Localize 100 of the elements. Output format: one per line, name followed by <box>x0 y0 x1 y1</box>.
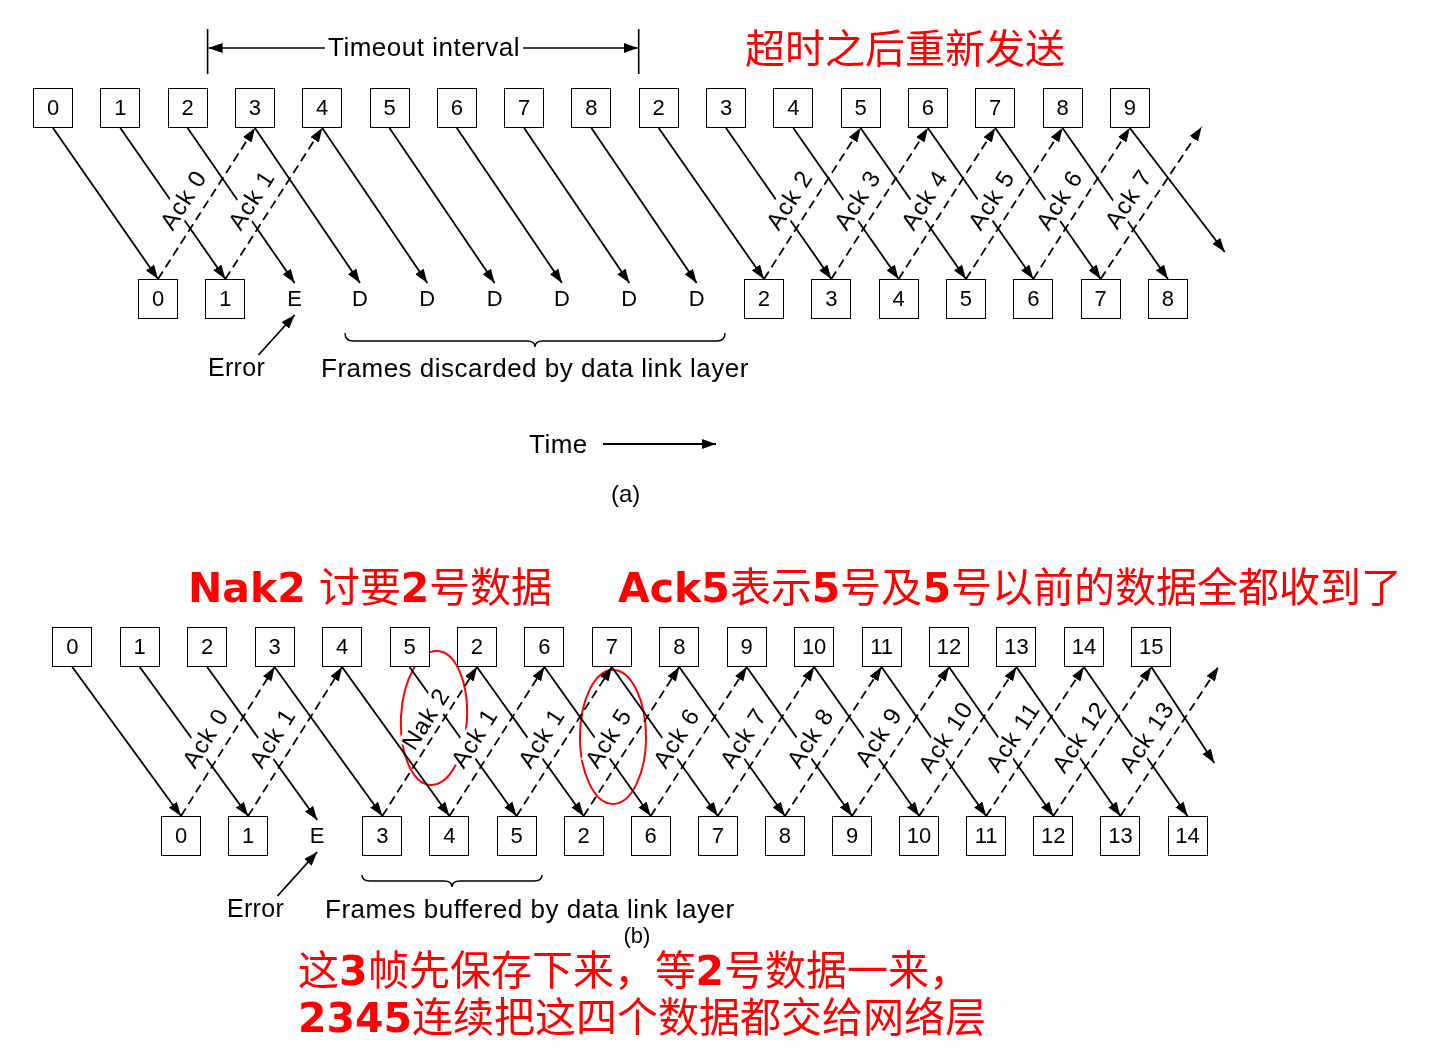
arrow <box>276 851 319 897</box>
annotation-text: Nak2 讨要2号数据 <box>188 568 553 609</box>
arrow <box>341 666 451 817</box>
dashed-arrow <box>649 666 748 817</box>
status-letter: D <box>616 283 643 315</box>
sent-frame-box: 7 <box>591 627 632 667</box>
arrow <box>523 127 631 284</box>
sent-frame-box: 0 <box>33 88 73 128</box>
received-frame-box: 2 <box>743 279 784 319</box>
sent-frame-box: 2 <box>456 627 497 667</box>
error-caption: Error <box>208 355 266 380</box>
received-frame-box: 3 <box>362 816 403 856</box>
received-frame-box: 10 <box>899 816 940 856</box>
sent-frame-box: 12 <box>929 627 969 667</box>
status-letter: E <box>281 283 308 315</box>
dashed-arrow <box>247 666 343 817</box>
dashed-arrow <box>381 666 478 817</box>
sent-frame-box: 9 <box>1109 88 1150 128</box>
received-frame-box: 1 <box>228 816 269 856</box>
received-frame-box: 5 <box>496 816 537 856</box>
sent-frame-box: 15 <box>1131 627 1172 667</box>
dashed-arrow <box>830 127 929 280</box>
sent-frame-box: 5 <box>389 627 430 667</box>
dashed-arrow <box>1052 666 1153 817</box>
received-frame-box: 8 <box>1147 279 1188 319</box>
dashed-arrow <box>180 666 276 817</box>
status-letter: D <box>414 283 441 315</box>
dashed-arrow <box>157 127 256 280</box>
received-frame-box: 3 <box>811 279 852 319</box>
dashed-arrow <box>985 666 1085 817</box>
sent-frame-box: 4 <box>773 88 814 128</box>
dashed-arrow <box>897 127 997 280</box>
dashed-arrow <box>716 666 816 817</box>
sent-frame-box: 11 <box>861 627 902 667</box>
received-frame-box: 7 <box>697 816 738 856</box>
status-letter: D <box>683 283 710 315</box>
dashed-arrow <box>851 666 950 817</box>
received-frame-box: 12 <box>1033 816 1074 856</box>
subfigure-label: (b) <box>623 925 651 947</box>
received-frame-box: 11 <box>966 816 1007 856</box>
received-frame-box: 2 <box>563 816 604 856</box>
sent-frame-box: 3 <box>254 627 295 667</box>
status-letter: D <box>347 283 373 315</box>
arrow <box>1128 127 1226 253</box>
status-letter: D <box>548 283 575 315</box>
arrow <box>321 127 429 284</box>
arrow <box>590 127 698 284</box>
arrow <box>455 127 563 284</box>
sent-frame-box: 10 <box>794 627 835 667</box>
dashed-arrow <box>448 666 546 817</box>
arrow <box>71 666 182 817</box>
arrow <box>388 127 496 284</box>
brace-caption: Frames buffered by data link layer <box>325 896 735 922</box>
sent-frame-box: 13 <box>996 627 1037 667</box>
subfigure-label: (a) <box>611 482 641 506</box>
brace-caption: Frames discarded by data link layer <box>321 355 749 381</box>
received-frame-box: 4 <box>878 279 919 319</box>
dashed-arrow <box>224 127 324 280</box>
dashed-arrow <box>1119 666 1220 817</box>
dashed-arrow <box>965 127 1064 280</box>
error-caption: Error <box>227 896 285 921</box>
received-frame-box: 6 <box>1013 279 1054 319</box>
sent-frame-box: 3 <box>706 88 746 128</box>
arrow <box>657 127 765 280</box>
sent-frame-box: 1 <box>119 627 160 667</box>
annotation-text: 这3帧先保存下来，等2号数据一来， <box>298 951 971 992</box>
sent-frame-box: 8 <box>571 88 612 128</box>
sent-frame-box: 2 <box>638 88 679 128</box>
received-frame-box: 9 <box>832 816 872 856</box>
dashed-arrow <box>1099 126 1203 280</box>
direction-label: Time <box>529 431 588 457</box>
arrow <box>254 127 361 284</box>
dashed-arrow <box>515 666 613 817</box>
dashed-arrow <box>763 127 862 280</box>
sent-frame-box: 5 <box>840 88 881 128</box>
sent-frame-box: 4 <box>302 88 343 128</box>
received-frame-box: 6 <box>630 816 671 856</box>
received-frame-box: 13 <box>1100 816 1141 856</box>
status-letter: E <box>304 820 331 852</box>
sent-frame-box: 2 <box>167 88 208 128</box>
received-frame-box: 0 <box>138 279 178 319</box>
sent-frame-box: 0 <box>52 627 93 667</box>
arrow <box>1150 666 1216 764</box>
received-frame-box: 0 <box>161 816 201 856</box>
received-frame-box: 1 <box>205 279 246 319</box>
arrow <box>257 314 296 356</box>
dashed-arrow <box>1032 127 1131 280</box>
arrow <box>273 666 384 817</box>
sent-frame-box: 6 <box>524 627 565 667</box>
received-frame-box: 8 <box>764 816 805 856</box>
sent-frame-box: 9 <box>726 627 767 667</box>
sent-frame-box: 14 <box>1063 627 1104 667</box>
sent-frame-box: 1 <box>100 88 141 128</box>
arrow <box>52 127 159 280</box>
annotation-text: Ack5表示5号及5号以前的数据全都收到了 <box>618 568 1402 609</box>
dashed-arrow <box>582 666 681 817</box>
sent-frame-box: 7 <box>975 88 1016 128</box>
sent-frame-box: 4 <box>322 627 363 667</box>
dashed-arrow <box>918 666 1018 817</box>
sent-frame-box: 8 <box>659 627 700 667</box>
